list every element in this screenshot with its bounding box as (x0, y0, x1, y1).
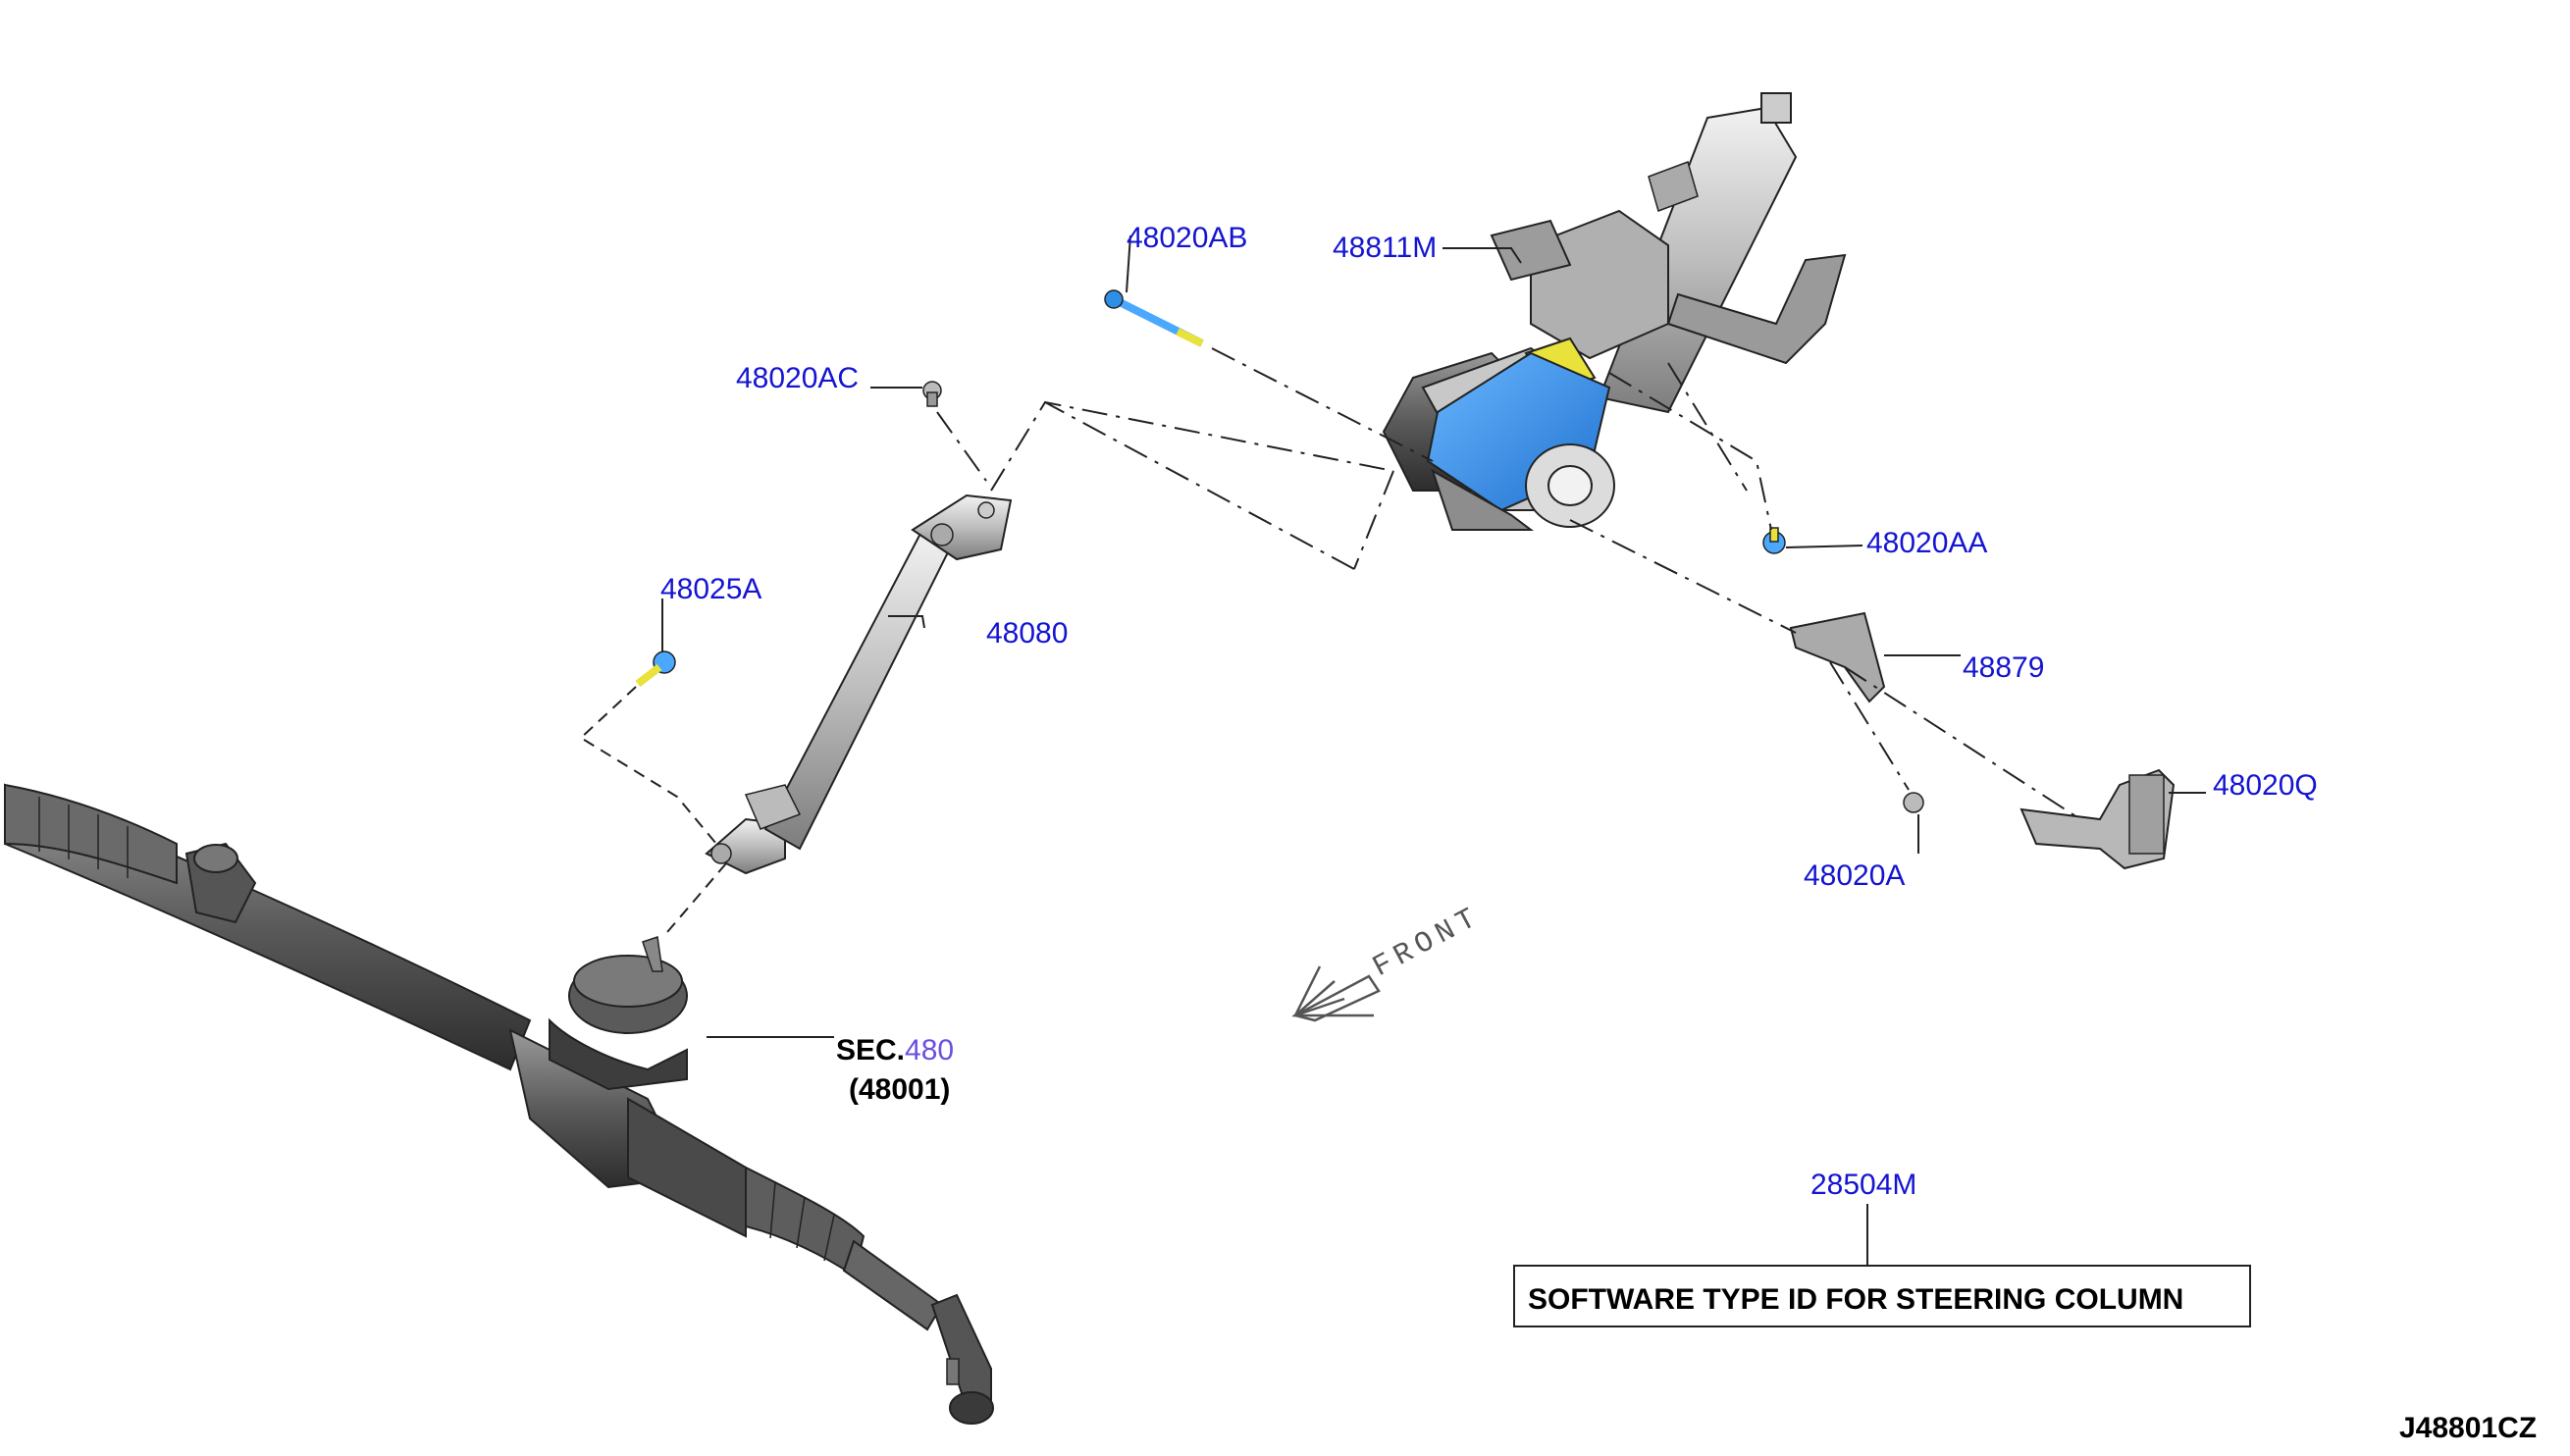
part-label-48025A[interactable]: 48025A (660, 573, 761, 605)
bolt-48020AC-illustration (922, 381, 942, 407)
front-direction-indicator: FRONT (1291, 900, 1488, 1022)
part-label-48020AB[interactable]: 48020AB (1127, 222, 1247, 254)
diagram-id: J48801CZ (2399, 1412, 2537, 1444)
section-reference-label[interactable]: SEC.480 (836, 1034, 954, 1066)
part-label-48020A[interactable]: 48020A (1804, 859, 1905, 892)
nut-48020A-illustration (1903, 792, 1924, 813)
bolt-48020AA-illustration (1762, 527, 1786, 554)
bracket-48879-illustration (1789, 611, 1886, 703)
bolt-48025A-illustration (635, 650, 676, 688)
intermediate-shaft-illustration (705, 494, 1013, 875)
front-label: FRONT (1368, 900, 1488, 984)
leader-lines (661, 234, 2251, 1327)
section-number-link[interactable]: 480 (905, 1034, 954, 1066)
part-label-48080[interactable]: 48080 (986, 617, 1068, 650)
part-label-28504M[interactable]: 28504M (1810, 1169, 1916, 1201)
connection-lines (579, 347, 2081, 933)
part-label-48879[interactable]: 48879 (1963, 651, 2044, 684)
part-label-48811M[interactable]: 48811M (1333, 232, 1437, 264)
section-subpart-label: (48001) (849, 1073, 950, 1106)
section-prefix: SEC. (836, 1034, 905, 1066)
steering-column-illustration (1382, 92, 1847, 531)
sensor-48020Q-illustration (2019, 768, 2176, 870)
part-label-48020AA[interactable]: 48020AA (1866, 527, 1987, 559)
part-label-48020Q[interactable]: 48020Q (2213, 769, 2318, 802)
bolt-48020AB-illustration (1104, 289, 1204, 347)
software-type-id-box-label: SOFTWARE TYPE ID FOR STEERING COLUMN (1528, 1283, 2183, 1316)
steering-rack-illustration (4, 783, 994, 1425)
part-label-48020AC[interactable]: 48020AC (736, 362, 859, 394)
